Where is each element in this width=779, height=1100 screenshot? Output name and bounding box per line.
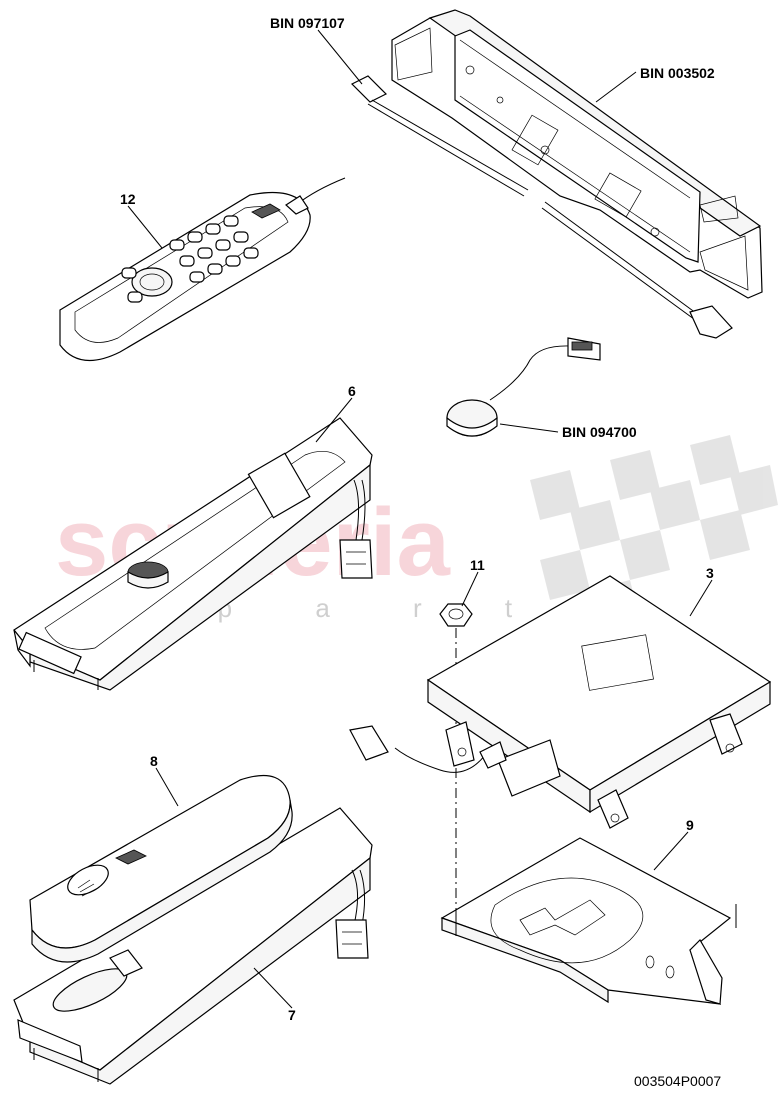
part-11-nut [439,603,473,920]
part-3-control-unit [349,575,772,829]
part-6-console-module [13,417,373,691]
label-bin-094700: BIN 094700 [562,424,637,440]
label-part-11: 11 [470,557,485,573]
label-part-9: 9 [686,817,694,833]
callout-labels: BIN 097107 BIN 003502 BIN 094700 12 6 11… [120,15,721,1089]
label-bin-097107: BIN 097107 [270,15,345,31]
label-part-7: 7 [288,1007,296,1023]
part-12-remote-handset [59,177,346,362]
label-part-6: 6 [348,383,356,399]
part-7-console-base [13,807,373,1085]
keypad-buttons [121,215,259,303]
label-bin-003502: BIN 003502 [640,65,715,81]
label-part-3: 3 [706,565,714,581]
leader-lines [127,29,713,1009]
label-part-12: 12 [120,191,136,207]
part-8-armrest-lid [29,774,293,963]
winged-badge-icon [251,203,281,219]
label-part-8: 8 [150,753,158,769]
part-bin-003502 [391,9,763,299]
part-bin-094700 [446,337,601,437]
drawing-reference: 003504P0007 [634,1073,721,1089]
winged-badge-icon [115,849,147,865]
part-9-mounting-plate [440,837,737,1005]
